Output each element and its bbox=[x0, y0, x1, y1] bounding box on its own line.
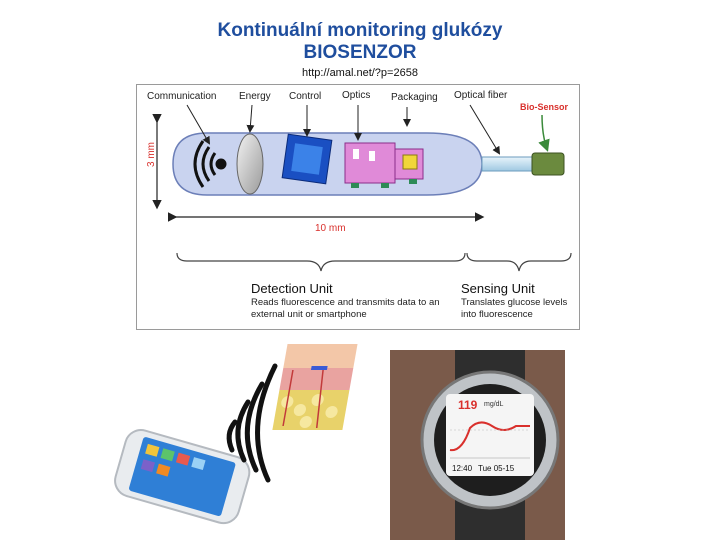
page-subtitle: BIOSENZOR bbox=[0, 42, 720, 64]
watch-glucose-value: 119 bbox=[458, 398, 477, 412]
biosensor-diagram: Communication Energy Control Optics Pack… bbox=[136, 84, 580, 330]
sensing-unit-brace bbox=[467, 253, 571, 271]
detection-unit-title: Detection Unit bbox=[251, 281, 333, 296]
sensing-unit-description: Translates glucose levels into fluoresce… bbox=[461, 297, 573, 321]
usage-illustration bbox=[0, 330, 720, 540]
label-height: 3 mm bbox=[146, 142, 157, 167]
sensing-unit-title: Sensing Unit bbox=[461, 281, 535, 296]
skin-cross-section bbox=[272, 344, 357, 430]
label-length: 10 mm bbox=[315, 223, 346, 234]
detection-unit-description: Reads fluorescence and transmits data to… bbox=[251, 297, 441, 321]
optics-block bbox=[345, 143, 395, 183]
source-url: http://amal.net/?p=2658 bbox=[0, 67, 720, 79]
detection-unit-brace bbox=[177, 253, 465, 271]
page-title: Kontinuální monitoring glukózy bbox=[0, 20, 720, 42]
watch-time: 12:40 bbox=[452, 464, 472, 473]
battery-disc bbox=[237, 134, 263, 194]
watch-date: Tue 05-15 bbox=[478, 464, 514, 473]
watch-glucose-unit: mg/dL bbox=[484, 401, 503, 408]
bio-sensor-tip bbox=[532, 153, 564, 175]
